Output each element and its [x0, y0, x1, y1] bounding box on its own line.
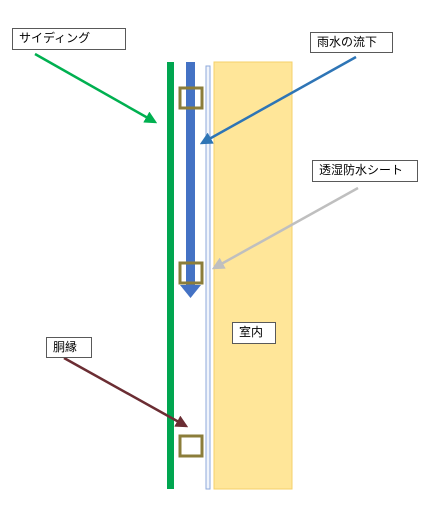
interior-label: 室内	[232, 322, 276, 344]
rain-flow-label: 雨水の流下	[310, 32, 393, 53]
rain-flow-arrowhead	[180, 285, 201, 298]
furring-strip-middle	[178, 261, 204, 285]
interior-zone	[213, 61, 293, 490]
membrane-sheet	[205, 65, 211, 490]
membrane-leader-arrow	[211, 186, 359, 270]
rain-flow-leader-arrow	[199, 55, 357, 145]
membrane-label: 透湿防水シート	[312, 160, 418, 182]
furring-label: 胴縁	[46, 337, 92, 358]
furring-strip-top	[178, 86, 204, 110]
furring-strip-bottom	[178, 434, 204, 458]
siding-leader-arrow	[34, 52, 158, 124]
siding-board	[167, 62, 174, 489]
furring-leader-arrow	[63, 356, 189, 428]
rain-flow-bar	[186, 62, 195, 286]
siding-label: サイディング	[12, 28, 126, 50]
